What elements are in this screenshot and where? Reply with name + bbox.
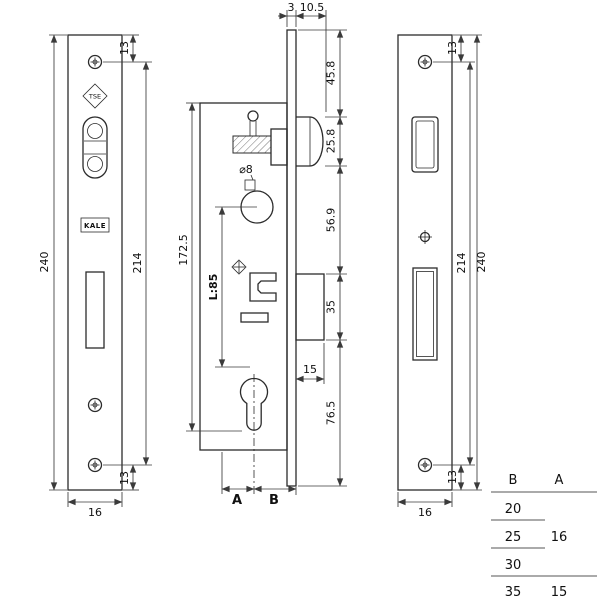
faceplate-front-view-left: TSE KALE 240 1 xyxy=(38,34,152,519)
size-table: B A 20 25 30 35 16 15 xyxy=(491,473,597,600)
svg-text:240: 240 xyxy=(475,252,488,273)
dim-right-width-16: 16 xyxy=(397,492,453,519)
table-b-row-3: 30 xyxy=(505,558,522,573)
screw-hole-top-right xyxy=(417,54,433,70)
table-header-b: B xyxy=(509,473,518,488)
dim-left-width-16: 16 xyxy=(67,492,123,519)
kale-logo: KALE xyxy=(80,217,110,233)
dim-left-total-240: 240 xyxy=(38,34,67,491)
lock-body-side-view: ⌀8 3 10.5 xyxy=(177,1,347,508)
tse-logo: TSE xyxy=(82,83,108,109)
svg-text:240: 240 xyxy=(38,252,51,273)
screw-hole-top xyxy=(87,54,103,70)
roller-latch-bolt xyxy=(296,116,324,167)
dim-centers-l85: L:85 xyxy=(207,206,257,368)
table-a-value-lower: 15 xyxy=(551,585,568,600)
svg-text:3: 3 xyxy=(288,1,295,14)
table-b-row-1: 20 xyxy=(505,502,522,517)
tse-logo-text: TSE xyxy=(88,93,101,101)
svg-text:13: 13 xyxy=(446,41,459,55)
label-b: B xyxy=(269,493,279,508)
bolt-pin-marker xyxy=(231,259,247,275)
label-a: A xyxy=(232,493,242,508)
dim-45-8: 45.8 xyxy=(325,61,338,86)
fixing-hole-small xyxy=(418,230,432,244)
dim-latch-protrusion-10-5: 10.5 xyxy=(295,1,327,112)
deadbolt-cutout-left xyxy=(85,271,105,349)
left-plate-outline xyxy=(67,34,123,491)
right-plate-outline xyxy=(397,34,453,491)
svg-text:16: 16 xyxy=(88,506,102,519)
table-a-value-upper: 16 xyxy=(551,530,568,545)
table-header-a: A xyxy=(555,473,564,488)
euro-cylinder-hole xyxy=(239,377,269,431)
svg-text:16: 16 xyxy=(418,506,432,519)
spindle-hole-8mm: ⌀8 xyxy=(239,163,256,191)
svg-text:15: 15 xyxy=(303,363,317,376)
dim-chain-right: 45.8 25.8 56.9 35 76.5 xyxy=(298,29,347,487)
dim-backset-a-b: A B xyxy=(221,452,297,508)
svg-text:13: 13 xyxy=(118,471,131,485)
svg-text:13: 13 xyxy=(118,41,131,55)
kale-logo-text: KALE xyxy=(84,222,106,230)
dim-right-top-13: 13 xyxy=(433,34,482,63)
strike-box-profile xyxy=(295,273,325,341)
screw-hole-bottom-right xyxy=(417,457,433,473)
deadbolt-hook-shape xyxy=(249,272,277,302)
screw-hole-bottom xyxy=(87,457,103,473)
roller-latch-cutout xyxy=(82,116,108,179)
svg-text:L:85: L:85 xyxy=(207,274,220,301)
dim-case-height-172-5: 172.5 xyxy=(177,102,242,432)
dim-35: 35 xyxy=(325,300,338,314)
dim-56-9: 56.9 xyxy=(325,208,338,233)
svg-text:214: 214 xyxy=(455,253,468,274)
svg-text:172.5: 172.5 xyxy=(177,234,190,266)
deadbolt-cutout-right xyxy=(412,267,438,361)
dim-plate-thickness-3: 3 xyxy=(278,1,297,27)
faceplate-front-view-right: 13 214 240 13 16 xyxy=(397,34,488,519)
slot-cutout xyxy=(240,312,269,323)
latch-spring-mechanism xyxy=(232,110,288,166)
table-b-row-2: 25 xyxy=(505,530,522,545)
dim-right-bottom-13: 13 xyxy=(446,464,465,491)
dim-right-inner-214: 214 xyxy=(433,61,475,466)
dim-hole-dia-label: ⌀8 xyxy=(239,163,253,176)
table-b-row-4: 35 xyxy=(505,585,522,600)
screw-hole-mid xyxy=(87,397,103,413)
svg-text:13: 13 xyxy=(446,470,459,484)
dim-76-5: 76.5 xyxy=(325,401,338,426)
dim-right-total-240: 240 xyxy=(453,34,488,491)
faceplate-edge-profile xyxy=(286,29,297,487)
dim-25-8: 25.8 xyxy=(325,129,338,154)
dim-left-bottom-13: 13 xyxy=(118,464,139,491)
dim-left-top-13: 13 xyxy=(103,34,152,63)
dim-box-depth-15: 15 xyxy=(295,343,325,384)
latch-cutout-right xyxy=(411,116,439,173)
svg-text:214: 214 xyxy=(131,253,144,274)
svg-text:10.5: 10.5 xyxy=(300,1,325,14)
dim-left-inner-214: 214 xyxy=(103,61,152,466)
